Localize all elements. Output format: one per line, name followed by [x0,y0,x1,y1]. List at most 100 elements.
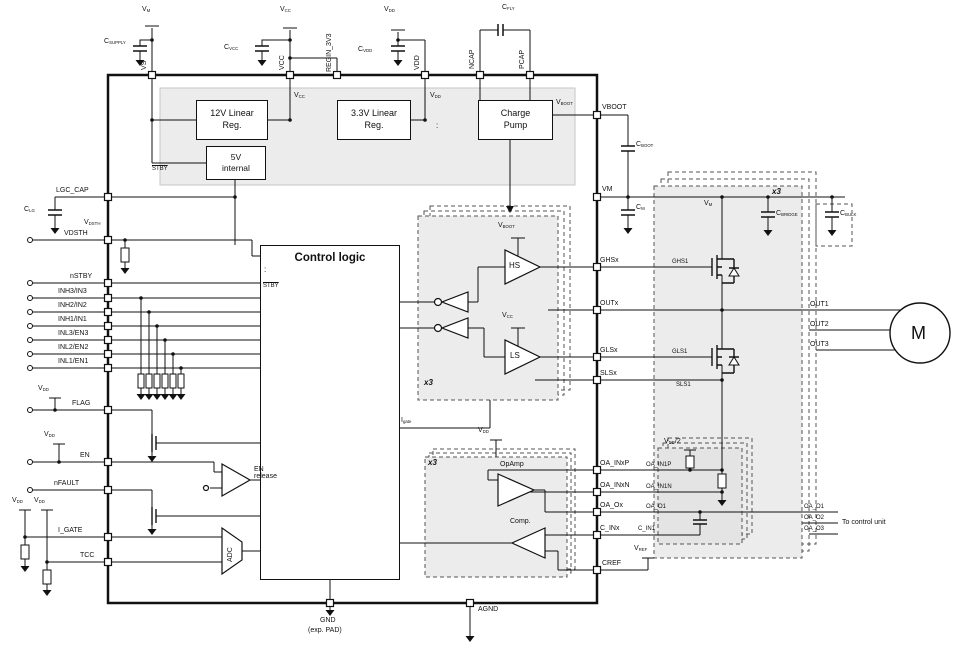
pin-squares [103,70,602,608]
control-logic-title: Control logic [294,252,366,264]
motor-label: M [911,323,926,343]
ellipsis: : [264,265,267,274]
c-in1-label: C_IN1 [638,526,656,532]
vm-supply-label: VM [142,6,151,14]
cap-vdd-label: CVDD [358,46,373,54]
pin-ghsx: GHSx [600,257,619,264]
vdd-tcc-label: VDD [34,497,45,505]
oa-o2-label: OA_O2 [804,515,825,521]
vdd-flag-label: VDD [38,385,49,393]
pin-vdd: VDD [414,55,421,70]
vm-stage-label: VM [704,200,713,208]
motor-symbol [889,302,951,364]
junction-dots [23,38,834,564]
cap-m-label: CM [636,204,645,212]
capacitor-symbols [48,24,839,525]
vdd-half-label: VDD/2 [664,438,681,446]
pin-slsx: SLSx [600,370,617,377]
sls1-label: SLS1 [676,382,691,388]
pin-regin3v3: REGIN_3V3 [326,33,333,72]
arrow-down-icon [506,206,514,213]
pin-inl3: INL3/EN3 [58,330,89,337]
cap-vcc-label: CVCC [224,44,239,52]
out1-label: OUT1 [810,301,829,308]
gatedriver-x3-box [417,205,571,401]
x3-mosfet-label: x3 [772,187,781,196]
inverter-bubble-icon [433,297,443,307]
pin-nfault: nFAULT [54,480,80,487]
pin-flag: FLAG [72,400,91,407]
to-control-unit-label: To control unit [842,519,886,526]
stby-internal-label: STBY [263,283,279,289]
pin-oa-inxn: OA_INxN [600,482,630,489]
ref-terminal-icon [202,484,210,492]
stby-label: STBY [152,166,168,172]
pin-glsx: GLSx [600,347,618,354]
sense-x3-box [657,437,753,545]
cap-lg-label: CLG [24,206,35,214]
pin-inh3: INH3/IN3 [58,288,87,295]
cap-bridge-label: CBRIDGE [776,210,798,218]
pin-igate: I_GATE [58,527,83,534]
vboot-node-label: VBOOT [556,99,573,107]
vboot-hs-label: VBOOT [498,222,515,230]
pin-outx: OUTx [600,300,619,307]
pin-lgc-cap: LGC_CAP [56,187,89,194]
adc-icon [221,526,243,576]
hs-driver-icon [504,249,542,285]
vdd-en-label: VDD [44,431,55,439]
gls1-label: GLS1 [672,349,688,355]
en-buffer-icon [221,462,252,498]
ls-driver-label: LS [510,351,520,360]
ellipsis: : [436,121,439,130]
pin-oa-inxp: OA_INxP [600,460,630,467]
igate-label: Igate [401,417,412,425]
vdsth-node-label: VDSTH [84,219,101,227]
pin-vs: VS [141,60,148,70]
cap-boot-label: CBOOT [636,141,654,149]
x3-opamp-label: x3 [428,458,437,467]
vdd-supply-label: VDD [384,6,395,14]
cbulk-dashed-box [815,203,853,247]
x3-driver-label: x3 [424,378,433,387]
pin-inl2: INL2/EN2 [58,344,89,351]
pin-vboot: VBOOT [602,104,627,111]
driver-symbols [202,249,546,576]
vref-label: VREF [634,545,648,553]
pin-pcap: PCAP [519,49,526,69]
pin-vm: VM [602,186,613,193]
agnd-label: AGND [478,606,499,613]
cap-fly-label: CFLY [502,4,515,12]
wiring [19,25,901,636]
pin-ncap: NCAP [469,49,476,69]
pin-vcc: VCC [279,55,286,70]
comp-label: Comp. [510,518,531,525]
pin-oa-ox: OA_Ox [600,502,623,509]
oa-in1n-label: OA_IN1N [646,484,672,490]
adc-label: ADC [227,547,234,562]
out2-label: OUT2 [810,321,829,328]
vcc-node-label: VCC [294,92,305,100]
block-control-logic: Control logic [260,245,400,580]
pin-nstby: nSTBY [70,273,93,280]
level-shifter-hs-icon [440,291,469,313]
out3-label: OUT3 [810,341,829,348]
gnd-note-label: (exp. PAD) [308,627,342,634]
comparator-icon [510,527,546,559]
terminal-circles [27,237,33,493]
resistor-symbols [20,247,727,585]
oa-o1-label: OA_O1 [804,504,825,510]
hs-driver-label: HS [509,261,521,270]
vcc-ls-label: VCC [502,312,513,320]
mosfet-symbols [151,255,740,525]
cap-supply-label: CSUPPLY [104,38,126,46]
oa-o3-label: OA_O3 [804,526,825,532]
oa-in1p-label: OA_IN1P [646,462,672,468]
oa-o1-small-label: OA_O1 [646,504,667,510]
opamp-icon [497,473,536,507]
opamp-label: OpAmp [500,461,524,468]
